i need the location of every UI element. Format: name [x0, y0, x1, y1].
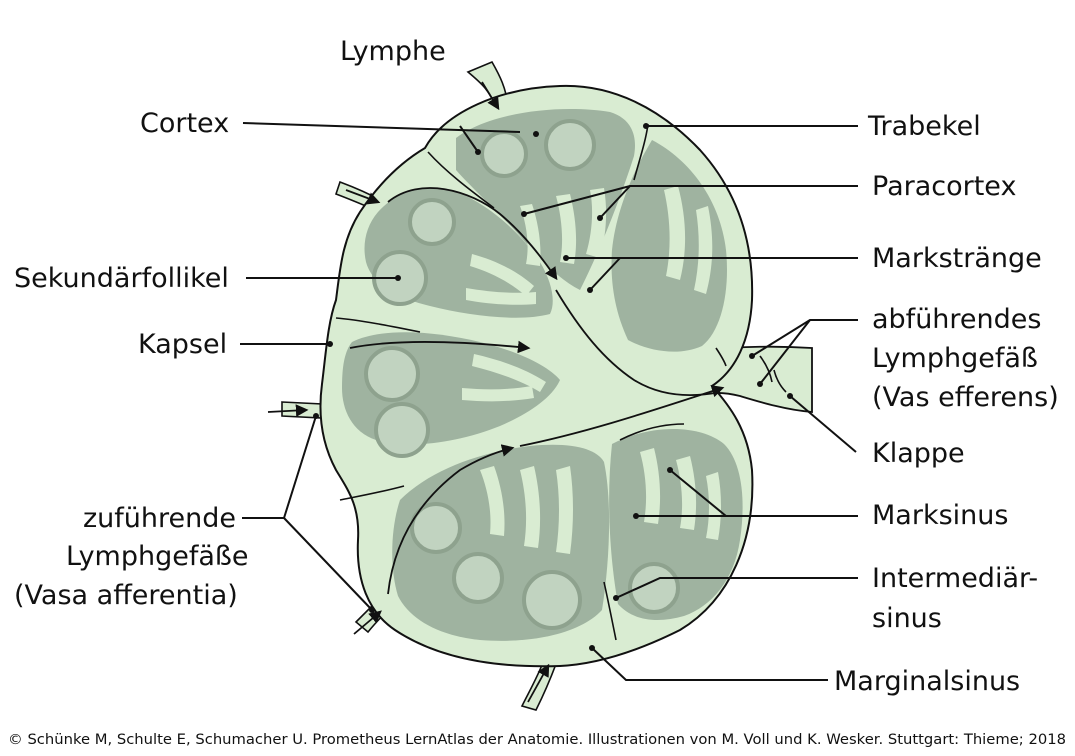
flow-arrow-lower-left	[353, 610, 382, 635]
follicle	[410, 502, 462, 554]
follicle	[522, 570, 582, 630]
label-abfuehrendes-line-2: Lymphgefäß	[872, 343, 1038, 374]
flow-arrow-left	[267, 404, 309, 417]
flow-arrow-middle-inner	[349, 340, 531, 354]
label-markstraenge: Markstränge	[872, 243, 1042, 274]
secondary-follicles	[364, 119, 680, 630]
label-paracortex: Paracortex	[872, 171, 1016, 202]
copyright-credit: © Schünke M, Schulte E, Schumacher U. Pr…	[8, 732, 1066, 748]
label-sekundaerfollikel: Sekundärfollikel	[14, 263, 229, 294]
flow-arrow-bottom	[527, 663, 550, 703]
follicle	[364, 346, 420, 402]
label-intermediaer-line-2: sinus	[872, 603, 942, 634]
flow-line-central	[555, 289, 721, 396]
follicle	[408, 198, 456, 246]
flow-arrow-top	[481, 81, 500, 111]
label-lymphe: Lymphe	[340, 36, 446, 67]
afferent-vessel-bottom	[520, 658, 558, 711]
follicle	[374, 402, 430, 458]
trabeculae	[335, 123, 685, 641]
label-klappe: Klappe	[872, 438, 965, 469]
label-intermediaer-line-1: Intermediär-	[872, 563, 1038, 594]
flow-arrow-lower-inner	[387, 444, 515, 595]
flow-arrow-upper-left	[345, 189, 381, 205]
label-cortex: Cortex	[140, 108, 229, 139]
follicle	[544, 119, 596, 171]
label-zufuehrende-line-2: Lymphgefäße	[66, 541, 249, 572]
label-abfuehrendes-line-1: abführendes	[872, 304, 1041, 335]
valves	[715, 347, 787, 393]
label-kapsel: Kapsel	[138, 329, 227, 360]
label-marginalsinus: Marginalsinus	[834, 666, 1020, 697]
label-zufuehrende-line-3: (Vasa afferentia)	[14, 580, 238, 611]
follicle	[452, 552, 504, 604]
label-marksinus: Marksinus	[872, 500, 1008, 531]
labels: Lymphe Cortex Trabekel Paracortex Markst…	[14, 36, 1059, 697]
lobe-upper-right	[611, 140, 727, 352]
follicle	[628, 562, 680, 614]
label-trabekel: Trabekel	[867, 111, 981, 142]
flow-arrow-upper-inner	[387, 187, 558, 281]
leader-lines	[240, 122, 858, 681]
label-abfuehrendes-line-3: (Vas efferens)	[872, 382, 1059, 413]
label-zufuehrende-line-1: zuführende	[83, 503, 236, 534]
lymph-flow-arrows	[267, 81, 725, 703]
follicle	[480, 130, 528, 178]
